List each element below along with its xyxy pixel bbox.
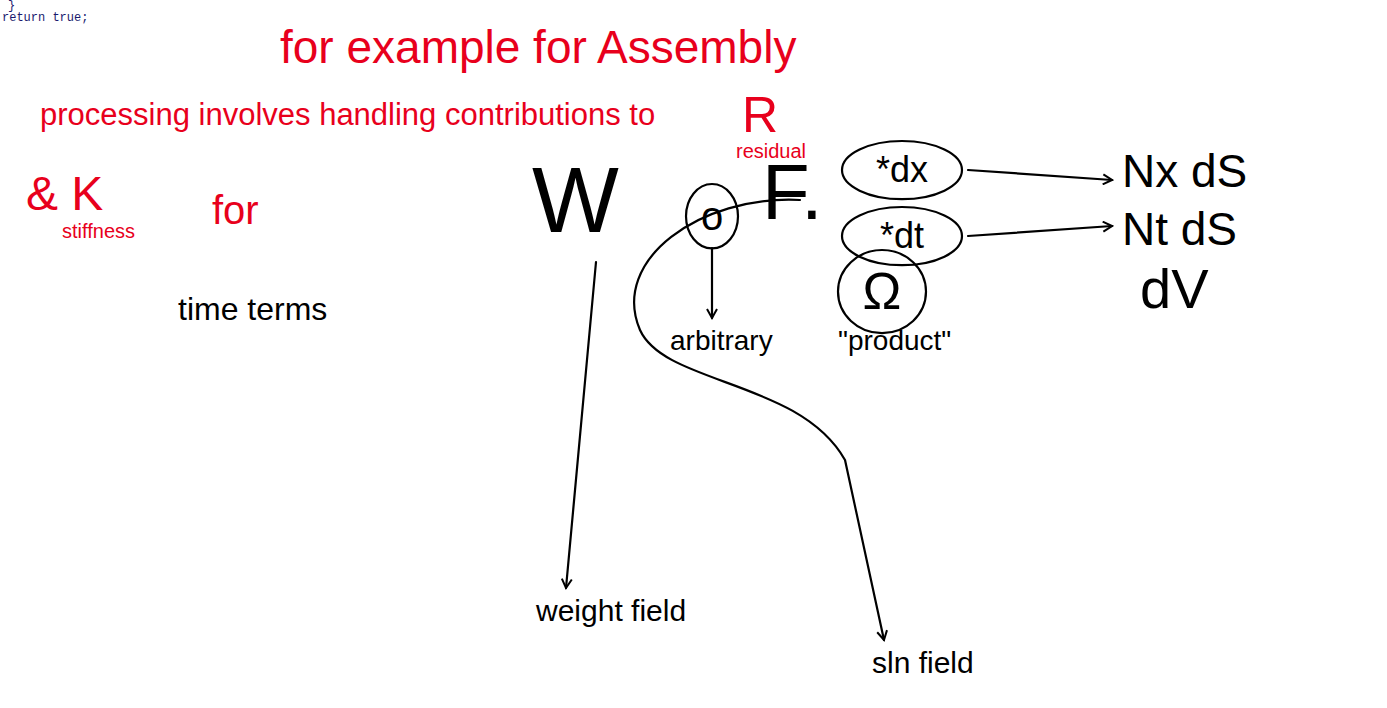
circled-term: Ω bbox=[836, 248, 928, 335]
note-text: arbitrary bbox=[670, 326, 773, 357]
note-text: weight field bbox=[536, 594, 686, 627]
note-text: time terms bbox=[178, 292, 327, 327]
note-text: processing involves handling contributio… bbox=[40, 98, 655, 132]
symbol-text: R bbox=[742, 88, 778, 143]
arrow-stroke bbox=[968, 170, 1112, 180]
term-text: o bbox=[701, 194, 723, 238]
leader-line bbox=[566, 262, 596, 588]
circled-term: o bbox=[684, 182, 740, 250]
symbol-text: F. bbox=[762, 150, 823, 236]
note-text: for example for Assembly bbox=[280, 22, 796, 73]
term-text: *dx bbox=[876, 150, 928, 190]
code-text: return true; bbox=[2, 12, 88, 25]
note-text: stiffness bbox=[62, 220, 135, 242]
leader-line bbox=[711, 248, 713, 318]
math-text: Nx dS bbox=[1122, 146, 1247, 197]
symbol-text: & K bbox=[26, 168, 103, 221]
circled-term: *dx bbox=[840, 139, 964, 201]
note-text: for bbox=[212, 188, 259, 232]
term-text: Ω bbox=[863, 263, 902, 320]
math-text: Nt dS bbox=[1122, 204, 1237, 255]
note-text: sln field bbox=[872, 646, 974, 679]
note-text: "product" bbox=[838, 326, 951, 357]
symbol-text: W bbox=[532, 150, 619, 251]
arrow-stroke bbox=[968, 226, 1112, 236]
math-text: dV bbox=[1140, 258, 1209, 320]
